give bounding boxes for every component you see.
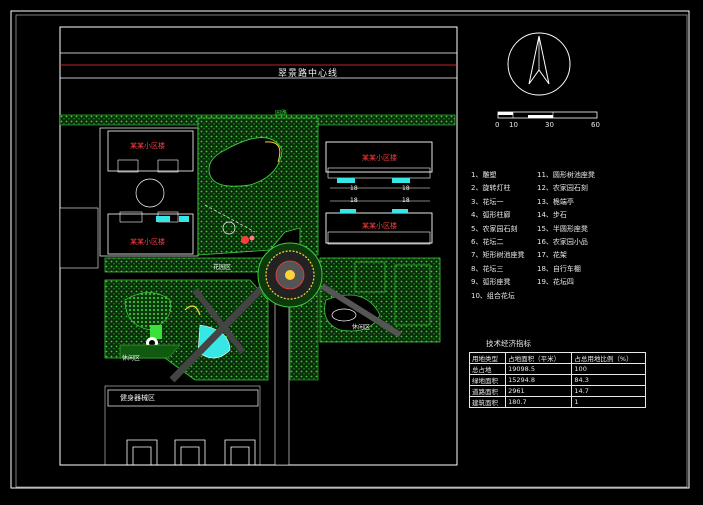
legend-item: 4、弧形柱廊 [471,211,511,220]
table-header: 用地类型 [468,352,507,364]
table-row: 道路面积 2961 14.7 [468,385,646,397]
legend-item: 17、花架 [537,251,567,260]
building-b3 [325,141,433,173]
legend-item: 9、弧形座凳 [471,278,511,287]
dim-18-a: 18 [350,185,358,192]
legend-item: 16、农家园小品 [537,237,588,246]
outer-frame [10,10,690,489]
table-header-row: 用地类型 占地面积（平米） 占总用地比例（%） [468,352,646,364]
legend-item: 12、农家园石刻 [537,184,588,193]
legend-item: 6、花坛二 [471,237,504,246]
legend-item: 19、花坛四 [537,278,574,287]
path-label: 园路 [275,110,288,117]
legend-left: 1、雕塑 2、旋转灯柱 3、花坛一 4、弧形柱廊 5、农家园石刻 6、花坛二 7… [471,169,524,303]
table-cell: 1 [571,396,646,408]
table-cell: 15294.8 [505,374,573,386]
scale-tick-10: 10 [509,121,518,129]
legend-item: 2、旋转灯柱 [471,184,511,193]
legend-item: 1、雕塑 [471,171,497,179]
building-b4 [325,212,433,244]
label-building-b1: 某某小区楼 [130,142,165,150]
table-cell: 绿地面积 [468,374,507,386]
road-label: 翠景路中心线 [278,69,339,79]
table-cell: 14.7 [571,385,646,397]
table-cell: 84.3 [571,374,646,386]
area-fitness: 健身器械区 [120,394,155,402]
table-cell: 2961 [505,385,573,397]
table-row: 绿地面积 15294.8 84.3 [468,374,646,386]
inner-frame [15,14,688,488]
legend-right: 11、圆形树池座凳 12、农家园石刻 13、桅端亭 14、步石 15、半圆形座凳… [537,169,595,290]
dim-18-b: 18 [402,185,410,192]
table-header: 占总用地比例（%） [571,352,646,364]
table-cell: 总占地 [468,363,507,375]
table-header: 占地面积（平米） [505,352,573,364]
legend-item: 10、组合花坛 [471,291,515,300]
legend-item: 18、自行车棚 [537,264,581,273]
table-row: 建筑面积 180.7 1 [468,396,646,408]
area-garden: 花园区 [213,264,232,271]
building-b1 [107,130,194,172]
dim-18-c: 18 [350,197,358,204]
legend-item: 13、桅端亭 [537,197,574,206]
legend-item: 3、花坛一 [471,197,504,206]
area-leisure-left: 休闲区 [122,355,141,362]
label-building-b4: 某某小区楼 [362,222,397,230]
label-building-b2: 某某小区楼 [130,238,165,246]
scale-tick-60: 60 [591,121,600,129]
scale-tick-0: 0 [495,121,500,129]
building-b2 [107,213,194,255]
table-cell: 19098.5 [505,363,573,375]
legend-item: 5、农家园石刻 [471,224,518,233]
dim-18-d: 18 [402,197,410,204]
table-row: 总占地 19098.5 100 [468,363,646,375]
legend-item: 11、圆形树池座凳 [537,171,595,179]
legend-item: 7、矩形树池座凳 [471,251,525,260]
scale-tick-30: 30 [545,121,554,129]
table-cell: 建筑面积 [468,396,507,408]
indicators-table: 用地类型 占地面积（平米） 占总用地比例（%） 总占地 19098.5 100 … [468,352,646,408]
table-title: 技术经济指标 [486,339,531,348]
area-leisure-right: 休闲区 [352,324,371,331]
legend-item: 8、花坛三 [471,264,504,273]
legend-item: 15、半圆形座凳 [537,224,588,233]
label-building-b3: 某某小区楼 [362,154,397,162]
table-cell: 180.7 [505,396,573,408]
north-arrow-icon [507,32,571,96]
table-cell: 道路面积 [468,385,507,397]
table-cell: 100 [571,363,646,375]
legend-item: 14、步石 [537,211,567,220]
